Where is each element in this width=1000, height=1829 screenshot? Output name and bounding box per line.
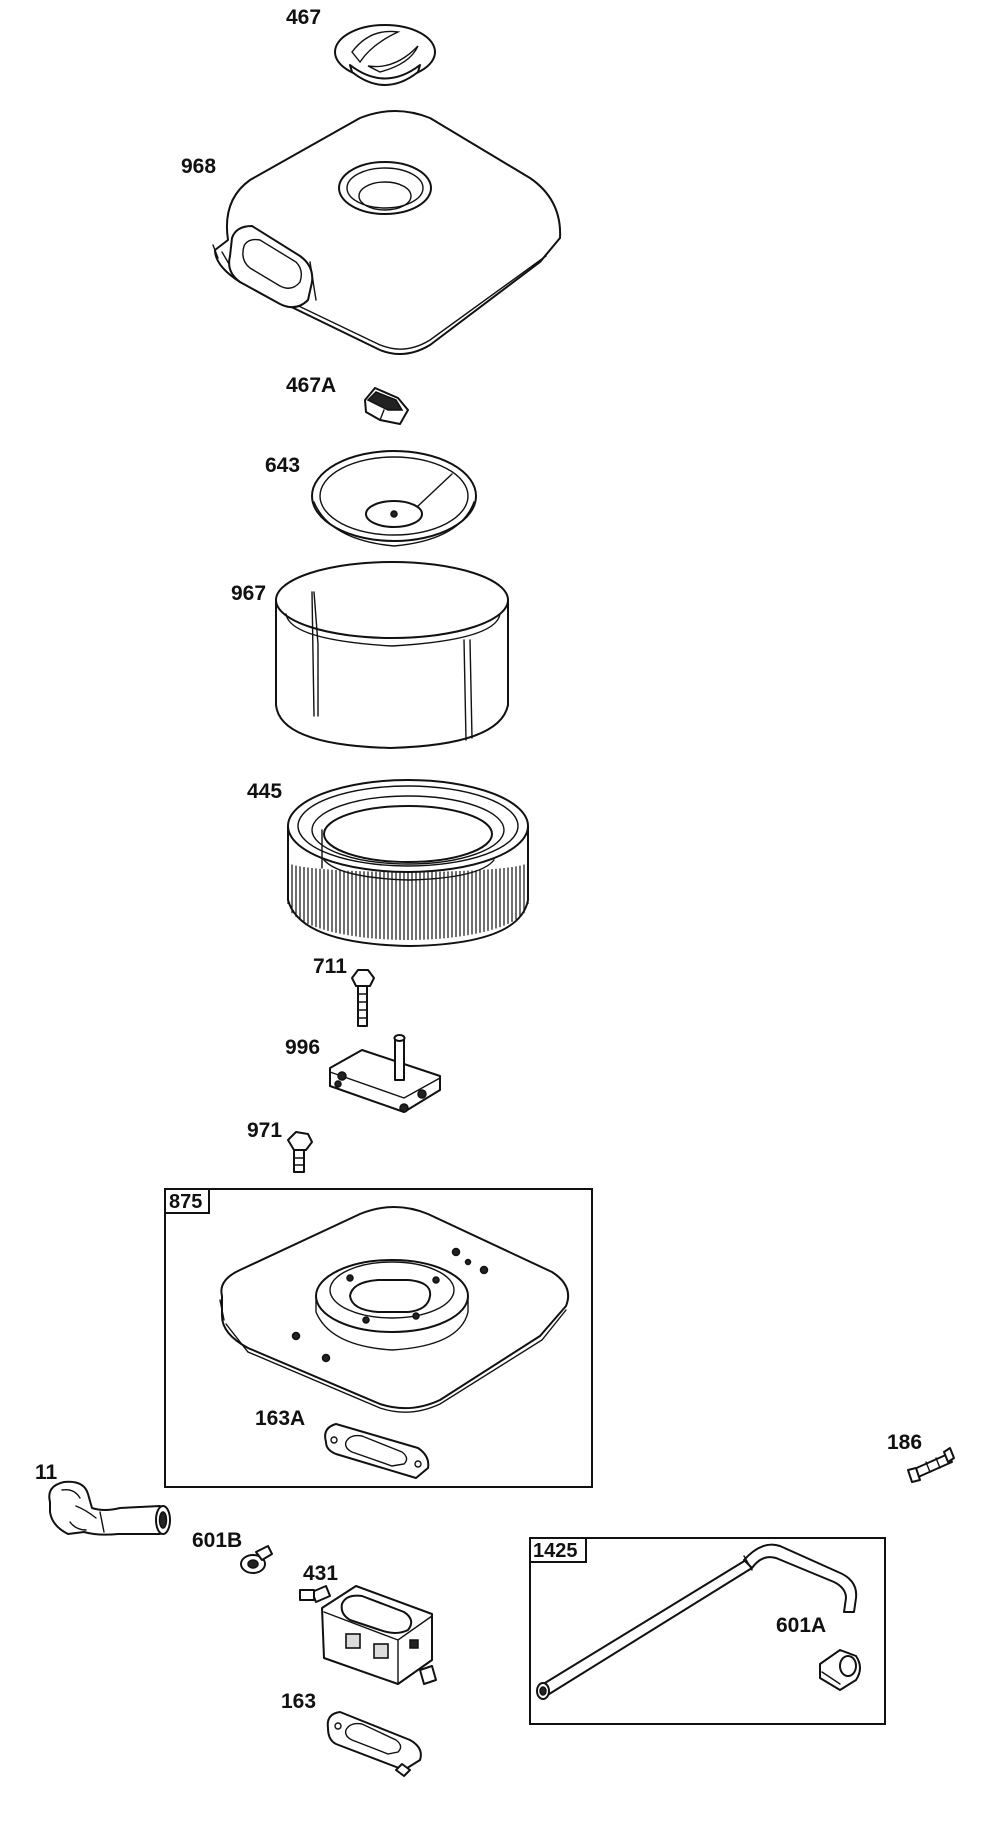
label-467A: 467A xyxy=(286,374,336,397)
label-445: 445 xyxy=(247,780,282,803)
part-711-screw[interactable] xyxy=(351,969,375,1027)
frame-875 xyxy=(164,1188,593,1488)
part-467A-nut[interactable] xyxy=(364,387,409,425)
label-163: 163 xyxy=(281,1690,316,1713)
label-996: 996 xyxy=(285,1036,320,1059)
label-967: 967 xyxy=(231,582,266,605)
part-467-cap[interactable] xyxy=(334,24,436,86)
label-186: 186 xyxy=(887,1431,922,1454)
label-11: 11 xyxy=(35,1461,58,1484)
part-875-base[interactable] xyxy=(219,1206,570,1413)
part-11-hose[interactable] xyxy=(48,1480,171,1536)
part-643-plate[interactable] xyxy=(311,450,477,547)
label-968: 968 xyxy=(181,155,216,178)
part-163A-gasket[interactable] xyxy=(324,1423,430,1479)
label-163A: 163A xyxy=(255,1407,305,1430)
label-711: 711 xyxy=(313,955,347,978)
part-996-plate[interactable] xyxy=(329,1034,441,1113)
part-186-fitting[interactable] xyxy=(907,1447,955,1483)
label-971: 971 xyxy=(247,1119,282,1142)
part-163-gasket[interactable] xyxy=(326,1711,422,1777)
part-967-precleaner[interactable] xyxy=(275,561,509,749)
label-1425: 1425 xyxy=(533,1540,578,1562)
frame-1425 xyxy=(529,1537,886,1725)
filter-pleats xyxy=(287,862,529,940)
part-445-filter[interactable] xyxy=(287,779,529,947)
part-431-adapter[interactable] xyxy=(299,1585,437,1685)
label-601A: 601A xyxy=(776,1614,826,1637)
part-971-bolt[interactable] xyxy=(287,1131,313,1173)
part-601B-clamp[interactable] xyxy=(240,1545,273,1574)
part-601A-clamp[interactable] xyxy=(819,1649,861,1691)
part-968-cover[interactable] xyxy=(212,110,562,355)
label-467: 467 xyxy=(286,6,321,29)
label-601B: 601B xyxy=(192,1529,242,1552)
label-875: 875 xyxy=(169,1191,202,1213)
part-1425-tube[interactable] xyxy=(536,1543,858,1700)
label-431: 431 xyxy=(303,1562,338,1585)
label-643: 643 xyxy=(265,454,300,477)
